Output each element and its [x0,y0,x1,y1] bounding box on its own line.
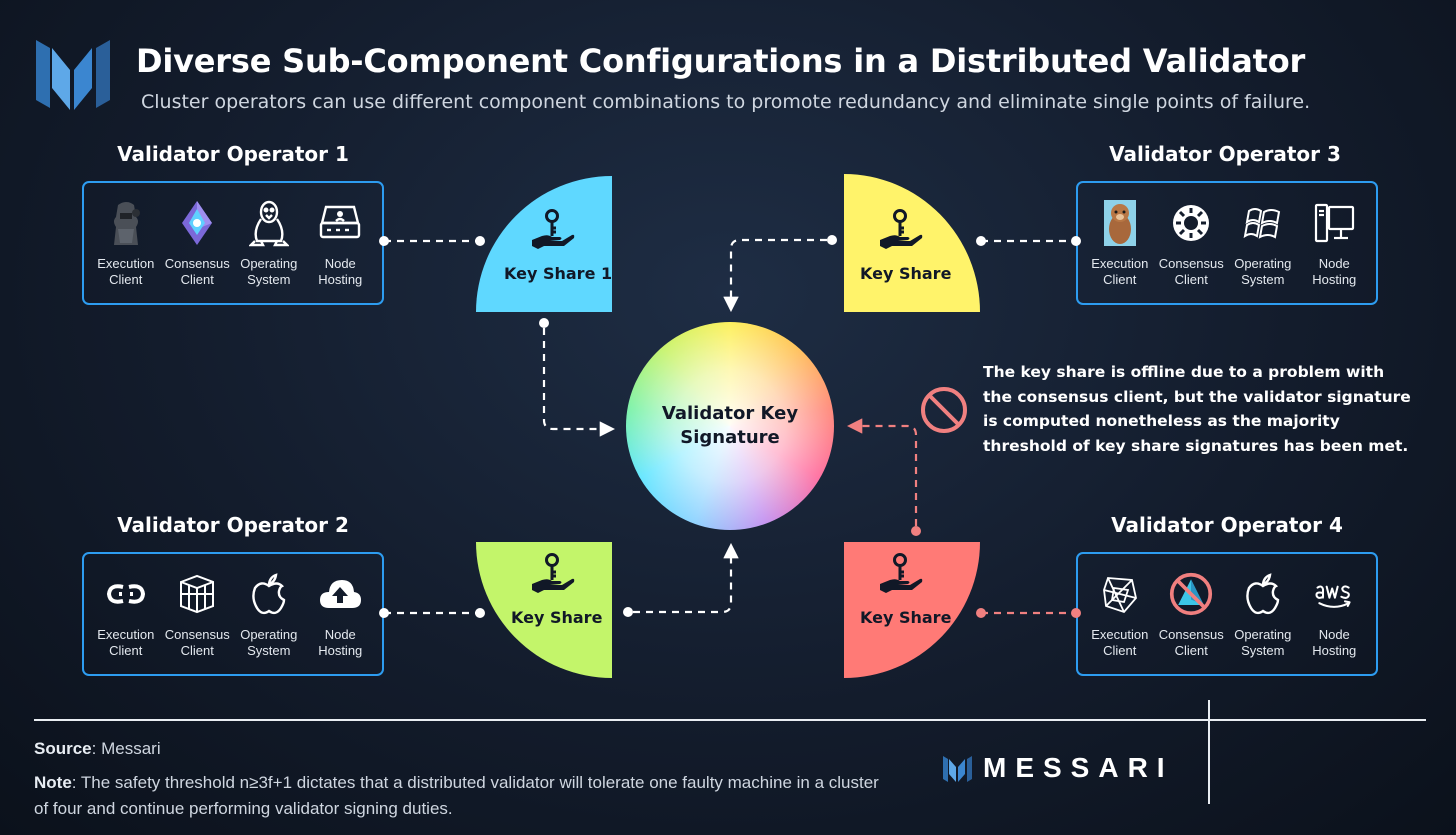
component-consensus-client: Consensus Client [162,199,232,288]
operator-2-heading: Validator Operator 2 [117,513,349,537]
operator-4-box: Execution Client Consensus Client Operat… [1076,552,1378,676]
key-share-2-shape [476,542,612,678]
ethereum-crystal-icon [175,199,219,247]
connector-key-share-1-to-signature [539,318,616,437]
robot-icon [104,199,148,247]
key-share-3-label: Key Share [860,264,952,283]
key-share-4-label: Key Share [860,608,952,627]
desktop-icon [1312,199,1356,247]
connector-key-share-3-to-signature [723,235,837,313]
aws-icon [1312,570,1356,618]
page-title: Diverse Sub-Component Configurations in … [136,42,1306,80]
source-line: Source: Messari [34,739,161,758]
page-subtitle: Cluster operators can use different comp… [141,91,1311,113]
key-share-2-label: Key Share [511,608,603,627]
key-hand-icon [532,553,575,593]
operator-1-box: Execution Client Consensus Client [82,181,384,305]
component-operating-system: Operating System [234,570,304,659]
component-execution-client: Execution Client [91,199,161,288]
cube-icon [175,570,219,618]
key-share-1-label: Key Share 1 [504,264,613,283]
signature-label: Validator Key Signature [661,403,799,448]
linux-penguin-icon [247,199,291,247]
component-execution-client: Execution Client [1085,570,1155,659]
otter-icon [1098,199,1142,247]
operator-4-heading: Validator Operator 4 [1111,513,1343,537]
component-operating-system: Operating System [1228,570,1298,659]
geometric-icon [1098,570,1142,618]
component-consensus-client: Consensus Client [1156,199,1226,288]
apple-icon [1241,570,1285,618]
component-consensus-client: Consensus Client [162,570,232,659]
messari-wordmark: MESSARI [983,752,1174,783]
component-node-hosting: Node Hosting [1299,570,1369,659]
operator-2-box: Execution Client Consensus Client Operat… [82,552,384,676]
component-consensus-client: Consensus Client [1156,570,1226,659]
messari-brand-icon [943,756,972,782]
footer-divider [34,719,1426,721]
component-node-hosting: Node Hosting [1299,199,1369,288]
windows-icon [1241,199,1285,247]
blocked-prism-icon [1169,570,1213,618]
offline-explanation: The key share is offline due to a proble… [983,363,1411,455]
connector-operator-3 [976,236,1081,246]
component-operating-system: Operating System [234,199,304,288]
connector-operator-1 [379,236,485,246]
key-share-4-shape [844,542,980,678]
apple-icon [247,570,291,618]
footer-vertical-divider [1208,700,1210,804]
connector-operator-4 [976,608,1081,618]
component-node-hosting: Node Hosting [305,199,375,288]
connector-key-share-2-to-signature [623,542,739,617]
cloud-upload-icon [318,570,362,618]
validator-key-signature: Validator Key Signature [626,322,834,530]
link-icon [104,570,148,618]
component-execution-client: Execution Client [91,570,161,659]
operator-1-heading: Validator Operator 1 [117,142,349,166]
key-hand-icon [880,209,923,249]
key-hand-icon [880,553,923,593]
footnote: Note: The safety threshold n≥3f+1 dictat… [34,773,879,818]
component-execution-client: Execution Client [1085,199,1155,288]
prohibited-icon [921,387,967,433]
connector-operator-2 [379,608,485,618]
key-hand-icon [532,209,575,249]
server-icon [318,199,362,247]
connector-key-share-4-to-signature [846,418,921,536]
messari-logo-icon [36,40,110,110]
operator-3-heading: Validator Operator 3 [1109,142,1341,166]
component-operating-system: Operating System [1228,199,1298,288]
sun-gear-icon [1169,199,1213,247]
component-node-hosting: Node Hosting [305,570,375,659]
